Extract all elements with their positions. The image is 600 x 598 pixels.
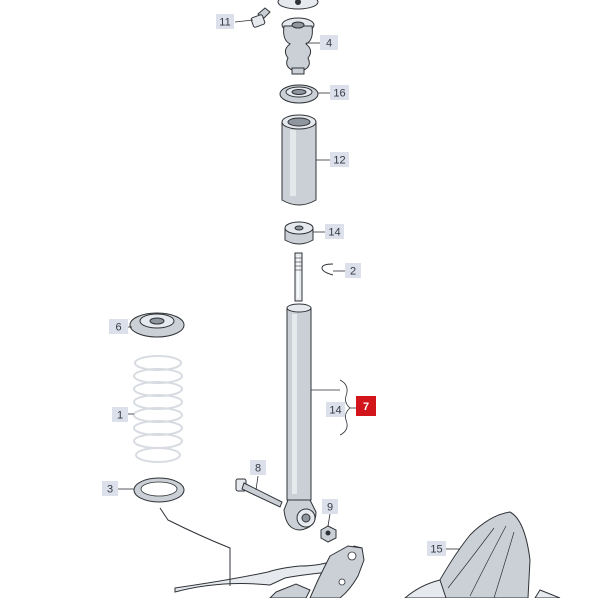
shock-absorber-rod[interactable] xyxy=(294,252,303,302)
bolt-part-8[interactable] xyxy=(235,478,283,508)
callout-1-label: 1 xyxy=(117,410,123,422)
callout-6-label: 6 xyxy=(115,322,121,334)
dust-tube-part-12[interactable] xyxy=(281,114,317,206)
reference-badge-7[interactable]: 7 xyxy=(356,396,376,416)
coil-spring-part-1[interactable] xyxy=(133,355,183,463)
callout-15-label: 15 xyxy=(430,544,442,556)
callout-2[interactable]: 2 xyxy=(345,263,361,278)
washer-part-14-upper[interactable] xyxy=(284,221,314,245)
callout-4[interactable]: 4 xyxy=(320,35,338,50)
shock-absorber-body[interactable] xyxy=(286,303,312,504)
callout-12[interactable]: 12 xyxy=(330,152,349,167)
shield-part-15[interactable] xyxy=(404,511,561,598)
callout-11-label: 11 xyxy=(219,17,230,29)
callout-11[interactable]: 11 xyxy=(216,14,234,29)
callout-14-lower[interactable]: 14 xyxy=(326,402,345,417)
callout-3[interactable]: 3 xyxy=(102,481,118,496)
callout-3-label: 3 xyxy=(107,484,113,496)
callout-9-label: 9 xyxy=(327,502,333,514)
callout-2-label: 2 xyxy=(350,266,356,278)
callout-6[interactable]: 6 xyxy=(109,319,128,334)
callout-12-label: 12 xyxy=(333,155,345,167)
bolt-part-11[interactable] xyxy=(250,7,271,28)
spring-pad-part-3[interactable] xyxy=(133,477,185,503)
callout-8-label: 8 xyxy=(255,463,261,475)
callout-14-upper[interactable]: 14 xyxy=(325,224,344,239)
callout-16[interactable]: 16 xyxy=(330,85,349,100)
spring-seat-part-6[interactable] xyxy=(129,312,185,338)
callout-16-label: 16 xyxy=(333,88,345,100)
callout-1[interactable]: 1 xyxy=(112,407,128,422)
callout-15[interactable]: 15 xyxy=(427,541,446,556)
reference-badge-label: 7 xyxy=(363,401,369,413)
washer-part-16[interactable] xyxy=(279,84,319,104)
axle-carrier xyxy=(159,507,365,598)
callout-9[interactable]: 9 xyxy=(322,499,338,514)
callout-8[interactable]: 8 xyxy=(250,460,266,475)
leader-lines xyxy=(118,19,460,550)
circlip-part-2[interactable] xyxy=(321,263,334,276)
callout-4-label: 4 xyxy=(326,38,332,50)
top-mount-flange[interactable] xyxy=(277,0,319,10)
nut-part-9[interactable] xyxy=(320,525,337,543)
callout-14-lower-label: 14 xyxy=(329,405,341,417)
shock-lower-eye[interactable] xyxy=(283,499,317,531)
callout-14-upper-label: 14 xyxy=(328,227,340,239)
bump-stop-part-4[interactable] xyxy=(281,17,315,75)
